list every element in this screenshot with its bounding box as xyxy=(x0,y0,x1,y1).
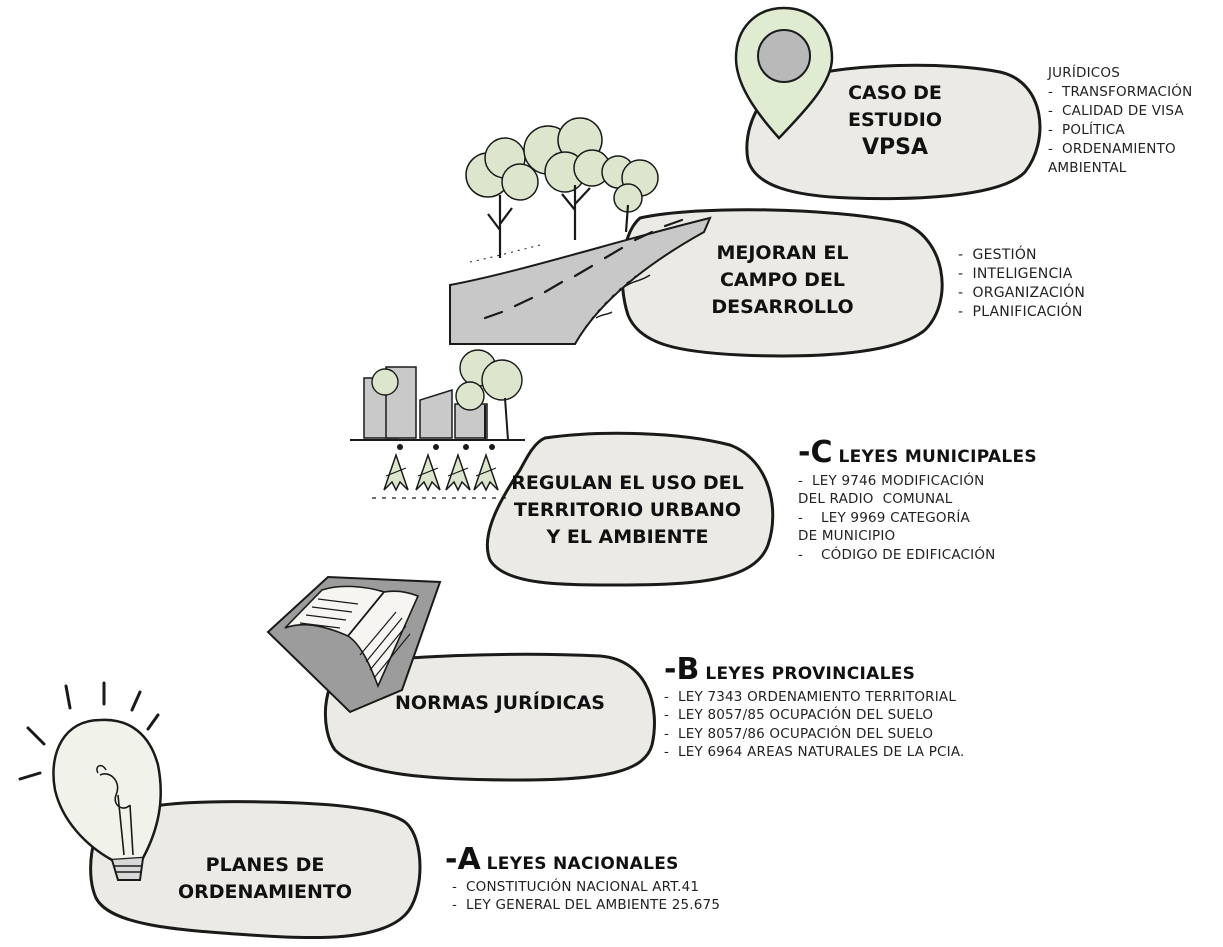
stage-regulan-label: REGULAN EL USO DEL TERRITORIO URBANO Y E… xyxy=(511,472,744,548)
location-pin-icon xyxy=(734,6,834,140)
lightbulb-icon xyxy=(18,681,162,881)
law-a-list: - CONSTITUCIÓN NACIONAL ART.41 - LEY GEN… xyxy=(452,879,721,914)
law-c-list: - LEY 9746 MODIFICACIÓN DEL RADIO COMUNA… xyxy=(798,473,996,563)
stage-blob-normas xyxy=(323,652,656,782)
mejoran-list: - GESTIÓN - INTELIGENCIA - ORGANIZACIÓN … xyxy=(958,247,1086,320)
book-icon xyxy=(266,575,442,714)
stage-caso-label: CASO DE ESTUDIO VPSA xyxy=(847,82,943,160)
stage-blob-caso xyxy=(745,63,1042,201)
city-trees-icon xyxy=(350,349,525,499)
road-edge-marks xyxy=(595,274,651,319)
law-b-list: - LEY 7343 ORDENAMIENTO TERRITORIAL - LE… xyxy=(664,689,965,761)
stage-blob-regulan xyxy=(485,431,775,587)
road-trees-icon xyxy=(449,117,712,345)
stage-blob-mejoran xyxy=(620,208,944,358)
stage-planes-label: PLANES DE ORDENAMIENTO xyxy=(177,854,353,903)
caso-list: JURÍDICOS - TRANSFORMACIÓN - CALIDAD DE … xyxy=(1048,65,1193,176)
stage-blob-planes xyxy=(89,800,422,940)
stage-mejoran-label: MEJORAN EL CAMPO DEL DESARROLLO xyxy=(711,242,854,318)
stage-normas-label: NORMAS JURÍDICAS xyxy=(395,692,605,714)
